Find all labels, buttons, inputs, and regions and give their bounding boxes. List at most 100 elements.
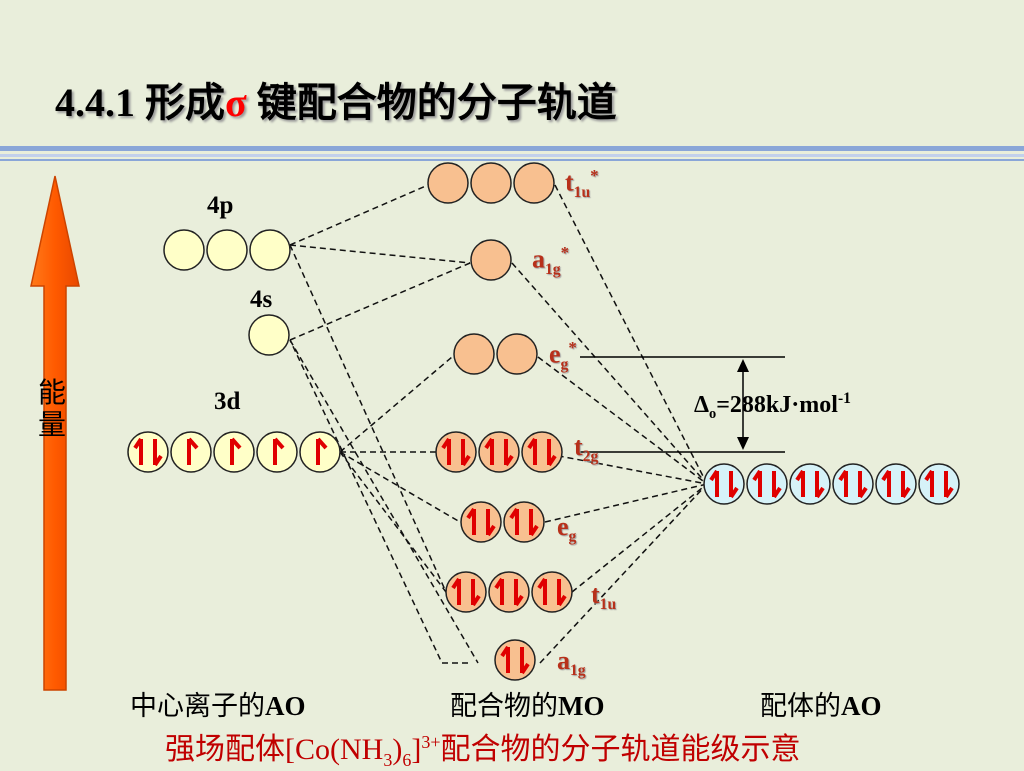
- correlation-line: [539, 483, 708, 664]
- electron-up-arrow-head: [230, 437, 242, 450]
- title-suffix: 键配合物的分子轨道: [246, 80, 617, 125]
- caption-sub: 6: [402, 750, 412, 770]
- caption-center-ion-ao: 中心离子的AO: [130, 684, 306, 723]
- electron-up-arrow-head: [451, 577, 461, 590]
- correlation-line: [289, 339, 479, 664]
- orbital-circle: [163, 229, 205, 271]
- electron-up-arrow-head: [494, 577, 504, 590]
- electron-down-arrow-head: [471, 594, 481, 607]
- title-divider-thin: [0, 159, 1024, 161]
- caption-text: 配体的: [760, 691, 841, 721]
- electron-down-arrow-head: [461, 454, 471, 467]
- energy-axis-label: 能量: [37, 378, 66, 441]
- correlation-line: [537, 451, 708, 485]
- label-eg-star: eg*: [549, 338, 577, 374]
- electron-down-arrow-head: [514, 594, 524, 607]
- mo-label-base: t: [574, 432, 583, 461]
- electron-down-arrow-head: [529, 524, 539, 537]
- mo-label-base: t: [565, 167, 574, 197]
- electron-down-arrow-head: [520, 662, 530, 675]
- electron-up-arrow-head: [527, 437, 537, 450]
- ligand-orbitals: [703, 463, 960, 505]
- orbital-levels: [127, 162, 960, 681]
- electron-down-arrow-head: [858, 486, 868, 499]
- electron-down-arrow-head: [486, 524, 496, 537]
- electron-up-arrow-head: [795, 469, 805, 482]
- mo-level-t1u-star: [427, 162, 555, 204]
- electron-down-arrow-head: [901, 486, 911, 499]
- orbital-circle: [521, 431, 563, 473]
- correlation-line: [339, 356, 453, 453]
- electron-up-arrow-head: [466, 507, 476, 520]
- label-eg: eg: [557, 512, 576, 546]
- orbital-circle: [875, 463, 917, 505]
- mo-label-sub: 1g: [570, 662, 586, 680]
- mo-label-base: e: [557, 512, 569, 541]
- mo-level-a1g: [494, 639, 536, 681]
- caption-sup: 3+: [421, 732, 441, 752]
- orbital-circle: [435, 431, 477, 473]
- electron-up-arrow-head: [752, 469, 762, 482]
- orbital-circle: [248, 314, 290, 356]
- label-t1u-star: t1u*: [565, 166, 599, 202]
- electron-up-arrow-head: [187, 437, 199, 450]
- label-4p: 4p: [207, 192, 234, 219]
- label-4s: 4s: [250, 286, 273, 313]
- electron-down-arrow-head: [815, 486, 825, 499]
- orbital-circle: [127, 431, 169, 473]
- electron-down-arrow-head: [557, 594, 567, 607]
- splitting-energy-label: Δo=288kJ·mol-1: [694, 390, 851, 423]
- delta-subscript: o: [709, 405, 717, 422]
- mo-label-sub: 1g: [545, 260, 561, 278]
- correlation-line: [289, 244, 471, 264]
- label-t1u: t1u: [591, 580, 616, 614]
- mo-label-sub: 1u: [573, 183, 591, 201]
- mo-label-star: *: [568, 338, 577, 357]
- orbital-circle: [503, 501, 545, 543]
- orbital-circle: [918, 463, 960, 505]
- electron-down-arrow-head: [729, 486, 739, 499]
- orbital-circle: [427, 162, 469, 204]
- correlation-line: [554, 184, 708, 485]
- mo-level-t2g: [435, 431, 563, 473]
- electron-down-arrow-head: [504, 454, 514, 467]
- orbital-circle: [531, 571, 573, 613]
- electron-up-arrow-head: [537, 577, 547, 590]
- mo-label-sub: 2g: [582, 448, 599, 466]
- caption-bold: AO: [841, 691, 882, 721]
- caption-complex-mo: 配合物的MO: [450, 684, 605, 723]
- label-3d: 3d: [214, 388, 241, 415]
- delta-symbol: Δ: [694, 392, 710, 418]
- electron-up-arrow-head: [133, 437, 143, 450]
- correlation-line: [571, 483, 708, 593]
- mo-label-base: a: [532, 244, 545, 274]
- electron-up-arrow-head: [924, 469, 934, 482]
- correlation-line: [289, 184, 429, 246]
- electron-down-arrow-head: [153, 454, 163, 467]
- correlation-line: [289, 244, 447, 593]
- electron-up-arrow-head: [709, 469, 719, 482]
- orbital-circle: [746, 463, 788, 505]
- orbital-circle: [478, 431, 520, 473]
- mo-level-t1u: [445, 571, 573, 613]
- electron-up-arrow-head: [273, 437, 285, 450]
- title-divider-light: [0, 154, 1024, 157]
- mo-label-sub: g: [560, 355, 569, 373]
- mo-label-sub: 1u: [599, 596, 617, 614]
- electron-up-arrow-head: [484, 437, 494, 450]
- orbital-circle: [513, 162, 555, 204]
- correlation-line: [511, 262, 708, 485]
- title-divider: [0, 146, 1024, 151]
- label-a1g: a1g: [557, 646, 586, 680]
- page-title: 4.4.1 形成σ 键配合物的分子轨道: [55, 70, 617, 128]
- splitting-value: =288kJ·mol: [716, 392, 838, 418]
- electron-down-arrow-head: [547, 454, 557, 467]
- mo-label-base: e: [549, 339, 561, 369]
- correlation-line: [289, 262, 471, 341]
- correlation-line: [339, 451, 461, 523]
- orbital-circle: [453, 333, 495, 375]
- orbital-circle: [789, 463, 831, 505]
- energy-axis-arrow: [30, 175, 80, 691]
- label-t2g: t2g: [574, 432, 598, 466]
